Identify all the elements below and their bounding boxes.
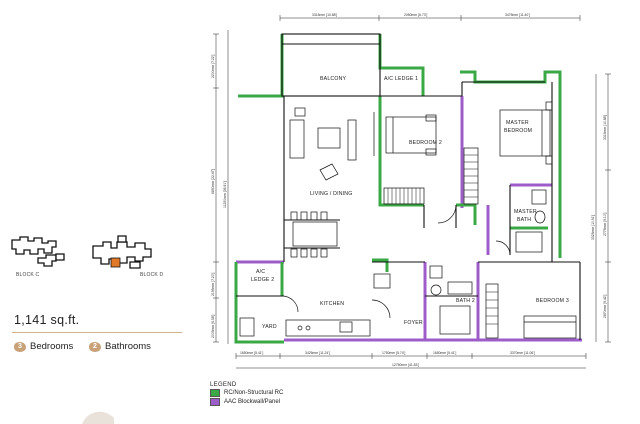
dim-left-3: 2195mm [7.20']: [211, 273, 215, 296]
label-ac-ledge-2-line2: LEDGE 2: [251, 277, 274, 283]
legend-title: LEGEND: [210, 382, 237, 388]
dim-bottom-4: 1650mm [5.41']: [433, 351, 456, 355]
legend-item-aac: AAC Blockwall/Panel: [210, 397, 410, 406]
legend-label-rc: RC/Non-Structural RC: [224, 389, 284, 396]
dim-right-3: 2775mm [9.10']: [603, 213, 607, 236]
legend-swatch-rc: [210, 388, 220, 397]
label-master-bedroom-line1: MASTER: [506, 120, 529, 126]
label-master-bath-line1: MASTER: [514, 209, 537, 215]
label-master-bath-line2: BATH: [517, 217, 531, 223]
legend: LEGEND RC/Non-Structural RC AAC Blockwal…: [210, 382, 410, 418]
dim-top-1: 3315mm [10.88']: [312, 13, 337, 17]
divider: [12, 332, 182, 333]
label-master-bedroom-line2: BEDROOM: [504, 128, 532, 134]
label-kitchen: KITCHEN: [320, 301, 344, 307]
label-bedroom-3: BEDROOM 3: [536, 298, 569, 304]
label-bedroom-2: BEDROOM 2: [409, 140, 442, 146]
unit-area: 1,141 sq.ft.: [14, 313, 80, 327]
label-living-dining: LIVING / DINING: [310, 191, 353, 197]
dim-bottom-3: 1750mm [5.74']: [382, 351, 405, 355]
block-c-label: BLOCK C: [16, 272, 40, 278]
dim-left-total: 11250mm [36.91']: [223, 181, 227, 208]
bathroom-count-badge: 2: [89, 341, 101, 352]
dim-left-2: 6850mm [22.47']: [211, 169, 215, 194]
label-yard: YARD: [262, 324, 277, 330]
bedrooms-feature: 3 Bedrooms: [14, 341, 73, 352]
label-foyer: FOYER: [404, 320, 423, 326]
dim-right-1: 3315mm [10.88']: [603, 115, 607, 140]
dim-top-3: 3475mm [11.40']: [505, 13, 530, 17]
decorative-swirl: [82, 411, 114, 424]
label-ac-ledge-1: A/C LEDGE 1: [384, 76, 418, 82]
dim-top-2: 2050mm [6.73']: [404, 13, 427, 17]
legend-label-aac: AAC Blockwall/Panel: [224, 398, 281, 405]
dim-left-1: 2200mm [7.22']: [211, 55, 215, 78]
bedrooms-label: Bedrooms: [30, 341, 74, 352]
floor-plan: BALCONY A/C LEDGE 1 BEDROOM 2 MASTER BED…: [211, 13, 611, 369]
legend-item-rc: RC/Non-Structural RC: [210, 388, 410, 397]
highlighted-unit: [110, 257, 121, 268]
bedroom-count-badge: 3: [14, 341, 26, 352]
dim-right-4: 2870mm [9.42']: [603, 295, 607, 318]
label-ac-ledge-2-line1: A/C: [256, 269, 265, 275]
label-balcony: BALCONY: [320, 76, 347, 82]
key-plan: BLOCK C BLOCK D: [11, 235, 164, 278]
bathrooms-feature: 2 Bathrooms: [89, 341, 151, 352]
dim-bottom-total: 12750mm [41.83']: [392, 363, 419, 367]
dim-left-4: 2005mm [6.58']: [211, 315, 215, 338]
dim-right-2: 3325mm [10.91']: [591, 215, 595, 240]
dim-bottom-1: 1650mm [5.41']: [240, 351, 263, 355]
bathrooms-label: Bathrooms: [105, 341, 151, 352]
label-bath-2: BATH 2: [456, 298, 475, 304]
legend-swatch-aac: [210, 397, 220, 406]
block-d-label: BLOCK D: [140, 272, 164, 278]
dim-bottom-5: 3370mm [11.06']: [510, 351, 535, 355]
dim-bottom-2: 3425mm [11.24']: [305, 351, 330, 355]
